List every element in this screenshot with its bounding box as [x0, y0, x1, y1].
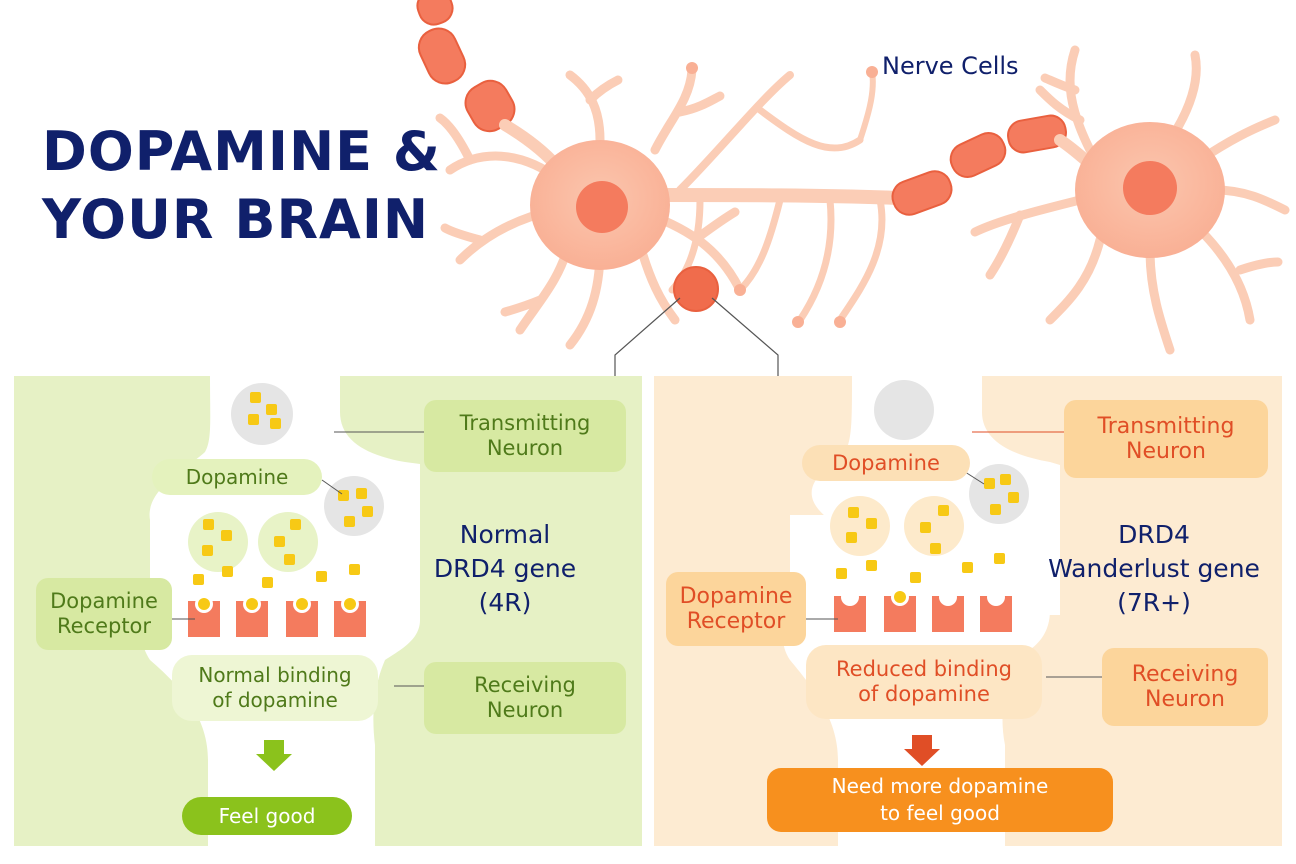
left-dopamine-label: Dopamine: [152, 459, 322, 495]
right-binding-line-2: of dopamine: [858, 682, 990, 706]
left-receiving-line-2: Neuron: [486, 698, 564, 722]
left-receptor-line-1: Dopamine: [50, 589, 158, 613]
need-more-dopamine-badge: Need more dopamine to feel good: [767, 768, 1113, 832]
right-neuron-nucleus: [1123, 161, 1177, 215]
left-receptor-line-2: Receptor: [56, 614, 152, 638]
left-neuron-nucleus: [576, 181, 628, 233]
need-more-line-2: to feel good: [880, 801, 1000, 825]
left-receptors: [188, 595, 366, 637]
synapse-marker: [673, 266, 719, 312]
right-gene-line-2: Wanderlust gene: [1048, 554, 1260, 583]
right-receptor-line-1: Dopamine: [679, 584, 793, 609]
right-receiving-line-2: Neuron: [1145, 687, 1225, 712]
nerve-cells-illustration: [416, 0, 1290, 355]
right-transmitting-line-2: Neuron: [1126, 439, 1206, 464]
myelin-sheath: [416, 0, 1067, 216]
left-gene-label: Normal DRD4 gene (4R): [420, 518, 590, 620]
left-dopamine-molecules: [193, 392, 373, 588]
left-transmitting-line-2: Neuron: [486, 436, 564, 460]
right-down-arrow: [904, 735, 940, 766]
right-transmitting-line-1: Transmitting: [1097, 414, 1235, 439]
right-gene-label: DRD4 Wanderlust gene (7R+): [1030, 518, 1278, 620]
need-more-line-1: Need more dopamine: [831, 774, 1049, 798]
left-connector-lines: [172, 431, 424, 687]
left-transmitting-line-1: Transmitting: [459, 411, 591, 435]
right-dopamine-label: Dopamine: [802, 445, 970, 481]
left-receiving-line-1: Receiving: [474, 673, 576, 697]
right-binding-line-1: Reduced binding: [836, 657, 1012, 681]
right-gene-line-3: (7R+): [1117, 588, 1191, 617]
title-line-1: DOPAMINE &: [42, 120, 441, 183]
left-gene-line-1: Normal: [459, 520, 551, 549]
left-gene-line-2: DRD4 gene: [433, 554, 577, 583]
title-line-2: YOUR BRAIN: [42, 188, 430, 251]
left-binding-line-2: of dopamine: [212, 688, 338, 712]
left-binding-line-1: Normal binding: [198, 663, 352, 687]
left-gene-line-3: (4R): [478, 588, 532, 617]
right-receptor-line-2: Receptor: [686, 609, 786, 634]
right-gene-line-1: DRD4: [1118, 520, 1190, 549]
zoom-lines: [614, 297, 779, 377]
right-receptors: [834, 588, 1012, 632]
dendrite-bulbs: [686, 62, 878, 328]
right-receiving-line-1: Receiving: [1131, 662, 1239, 687]
right-dopamine-molecules: [836, 474, 1019, 583]
page-title: DOPAMINE & YOUR BRAIN: [42, 118, 462, 254]
nerve-cells-label: Nerve Cells: [882, 52, 1019, 80]
feel-good-badge: Feel good: [182, 797, 352, 835]
left-down-arrow: [256, 740, 292, 771]
right-vesicles: [830, 380, 1029, 556]
